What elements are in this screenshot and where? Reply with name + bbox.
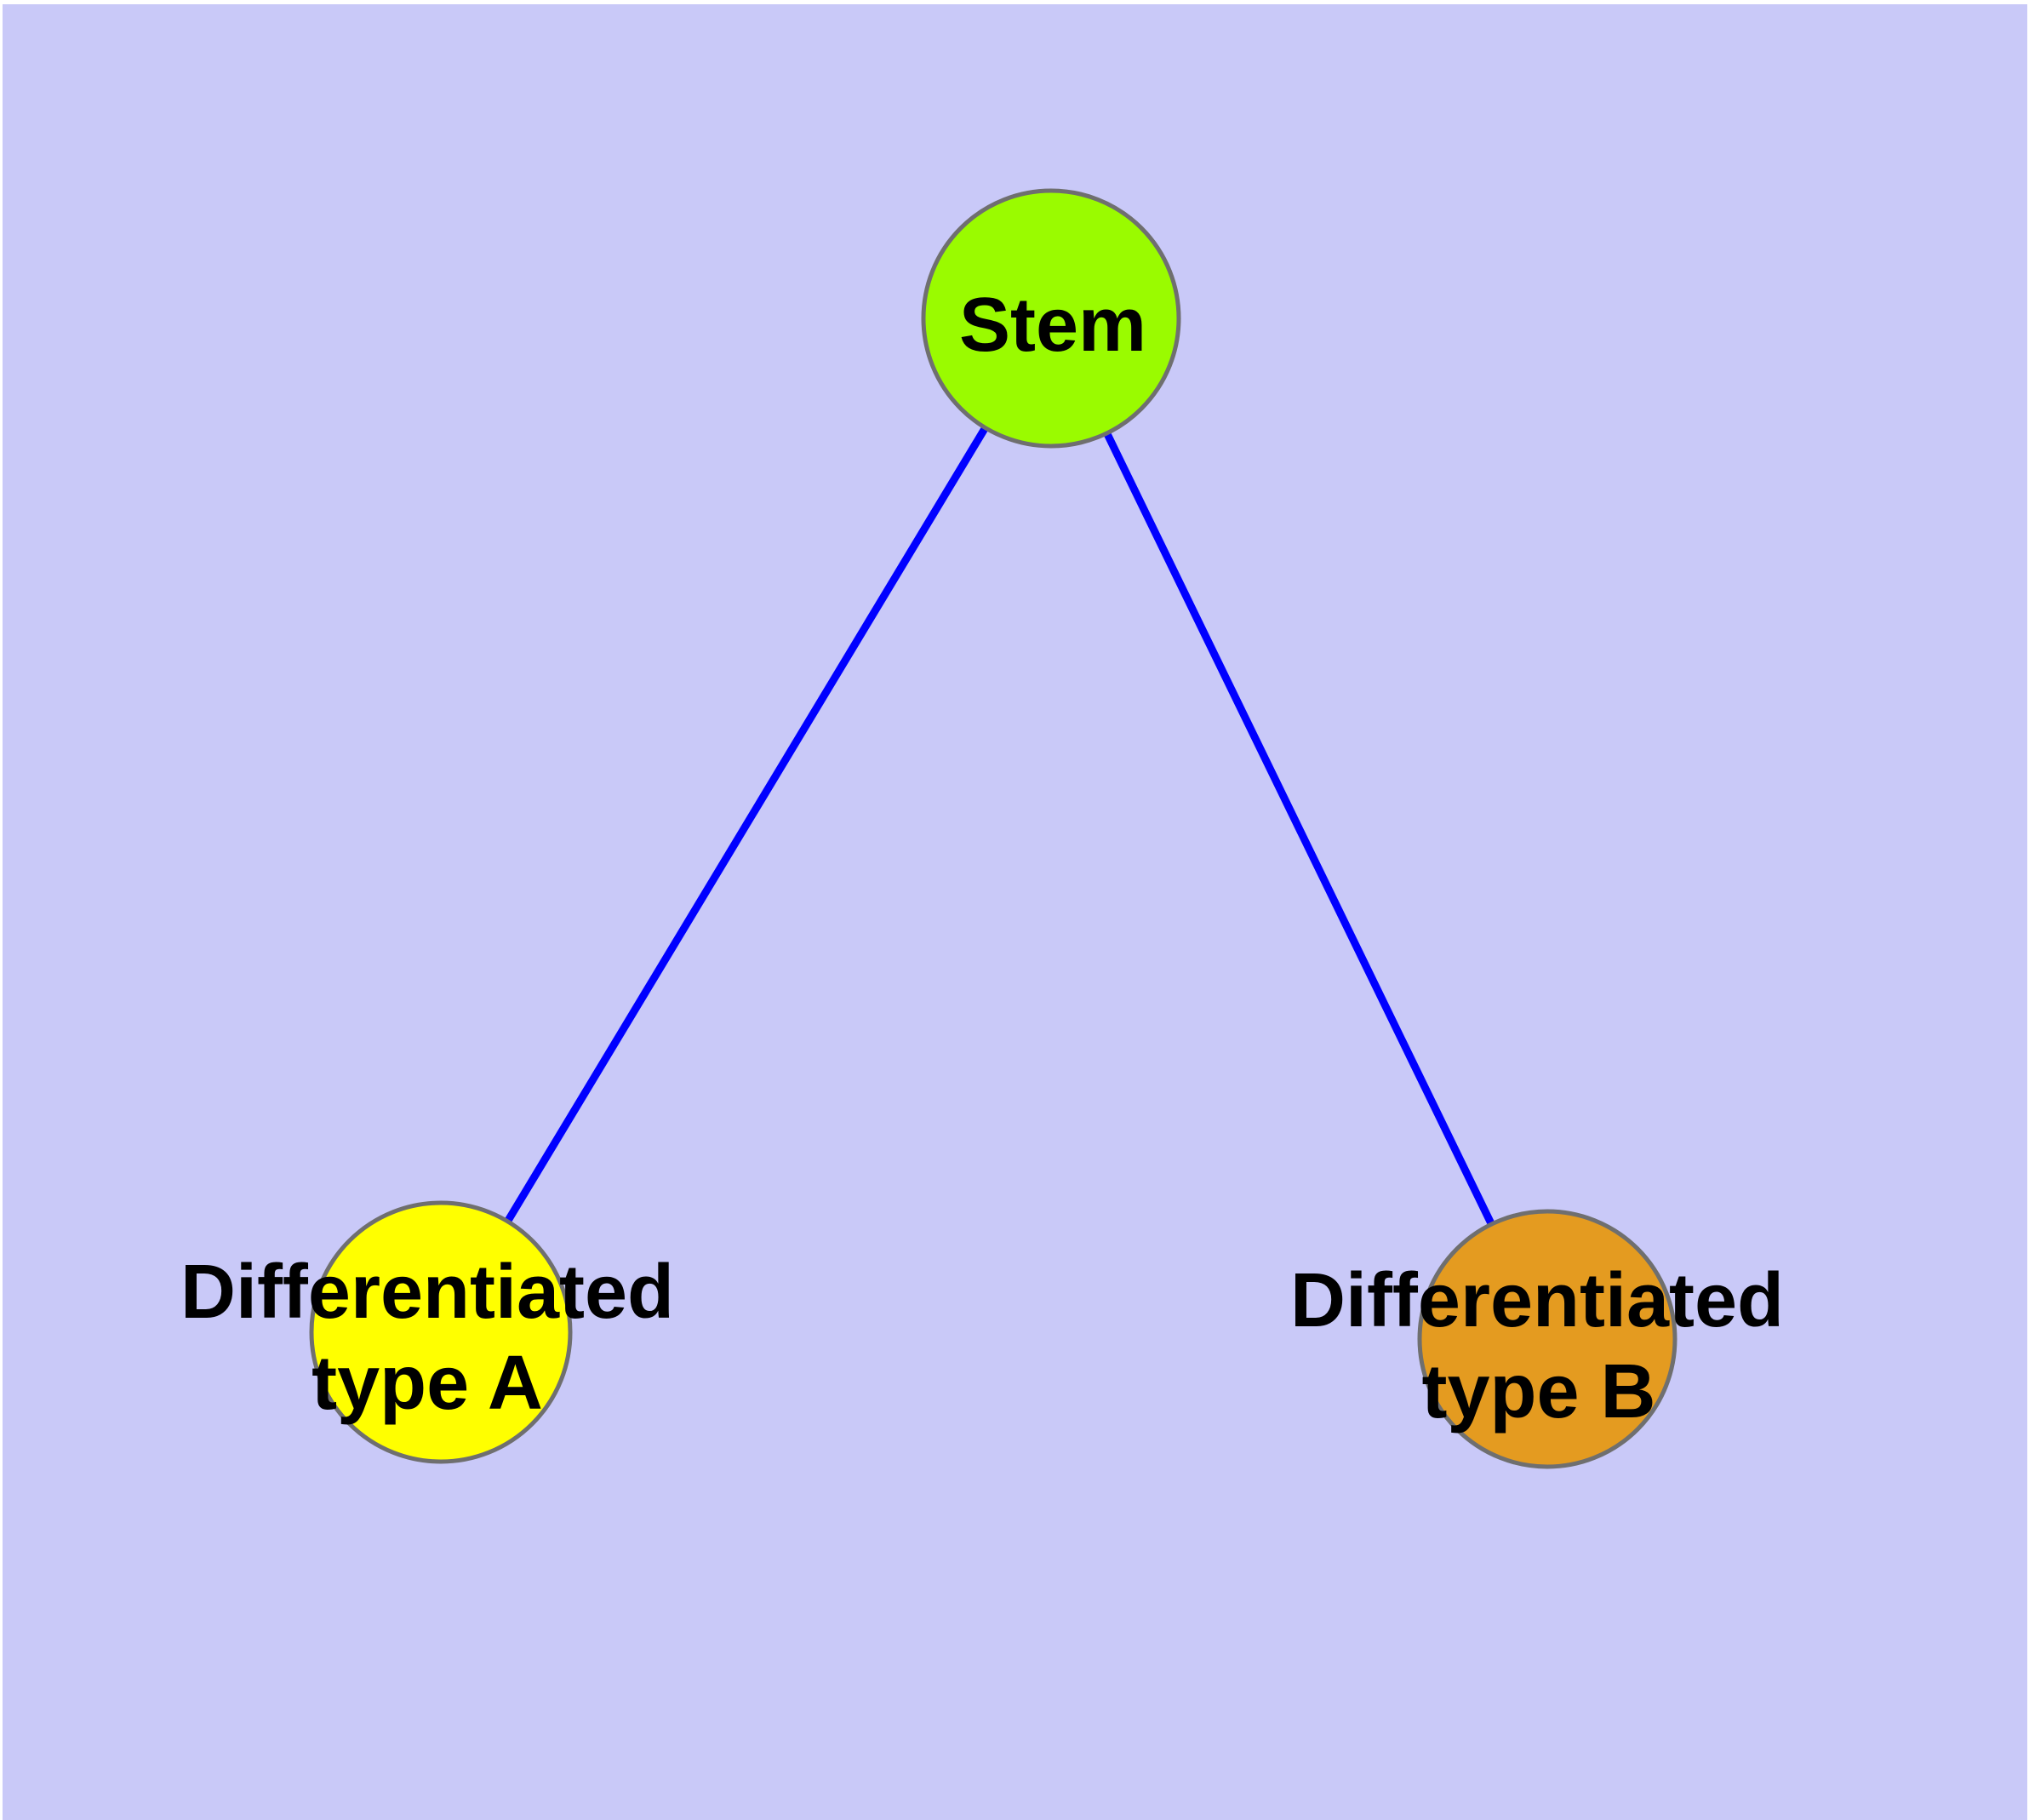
node-type-b[interactable] <box>1417 1209 1677 1469</box>
node-type-b-label-line1: Differentiated <box>1290 1258 1784 1343</box>
node-type-a-label-line1: Differentiated <box>180 1250 674 1335</box>
node-type-a-label-line2: type A <box>311 1341 543 1426</box>
node-stem[interactable] <box>921 188 1181 449</box>
edge-stem-to-type-b[interactable] <box>1047 317 1552 1341</box>
edge-stem-to-type-a[interactable] <box>437 316 1055 1335</box>
node-type-a[interactable] <box>309 1200 573 1464</box>
node-stem-label: Stem <box>959 283 1146 368</box>
node-type-b-label-line2: type B <box>1421 1349 1655 1434</box>
